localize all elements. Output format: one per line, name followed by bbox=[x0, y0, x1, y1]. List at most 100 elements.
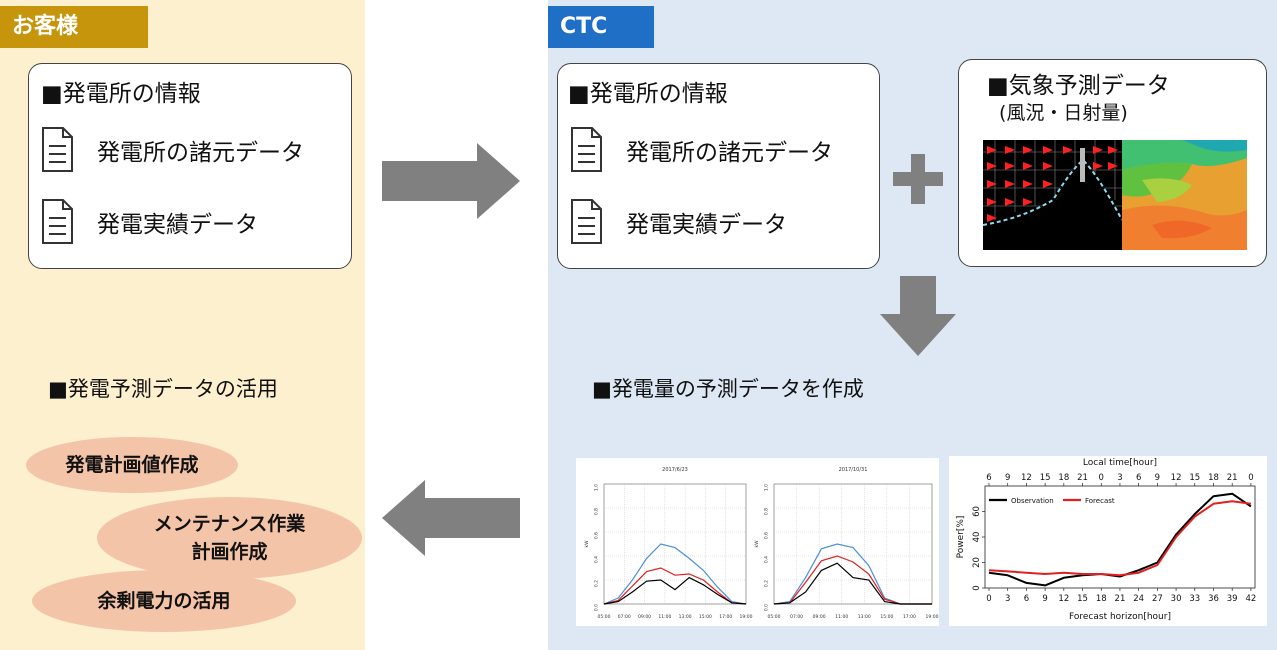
solar-radiation-map-image bbox=[1122, 140, 1247, 250]
top-tick-label: 3 bbox=[1117, 473, 1122, 483]
x-tick-label: 15 bbox=[1077, 594, 1088, 604]
series-line-forecast bbox=[988, 500, 1252, 577]
top-tick-label: 18 bbox=[1058, 473, 1069, 483]
customer-plant-info-card: ■発電所の情報 発電所の諸元データ 発電実績データ bbox=[28, 63, 352, 269]
ctc-doc-spec: 発電所の諸元データ bbox=[568, 126, 833, 174]
y-tick-label: 0.4 bbox=[594, 556, 600, 563]
ctc-doc-results: 発電実績データ bbox=[568, 198, 787, 246]
y-axis-label: Power[%] bbox=[956, 516, 966, 559]
y-axis-label: kW bbox=[584, 540, 590, 548]
top-tick-label: 18 bbox=[1208, 473, 1219, 483]
top-tick-label: 9 bbox=[1005, 473, 1010, 483]
arrow-down-icon bbox=[880, 276, 956, 356]
top-tick-label: 21 bbox=[1227, 473, 1238, 483]
top-tick-label: 12 bbox=[1021, 473, 1032, 483]
usage-label: メンテナンス作業 bbox=[153, 513, 306, 535]
x-tick-label: 17:00 bbox=[903, 614, 916, 620]
x-tick-label: 18 bbox=[1096, 594, 1107, 604]
usage-label: 余剰電力の活用 bbox=[97, 590, 231, 612]
x-tick-label: 33 bbox=[1189, 594, 1200, 604]
series-line-red bbox=[603, 567, 747, 605]
y-axis-label: kW bbox=[754, 540, 760, 548]
series-line-blue bbox=[773, 543, 932, 605]
x-tick-label: 24 bbox=[1133, 594, 1144, 604]
document-icon bbox=[42, 127, 73, 172]
series-line-black bbox=[603, 576, 747, 605]
top-tick-label: 9 bbox=[1155, 473, 1160, 483]
x-tick-label: 42 bbox=[1245, 594, 1256, 604]
x-tick-label: 9 bbox=[1042, 594, 1047, 604]
ctc-card-title: ■発電所の情報 bbox=[568, 81, 728, 107]
y-tick-label: 1.0 bbox=[594, 484, 600, 491]
x-tick-label: 11:00 bbox=[658, 614, 671, 620]
x-tick-label: 3 bbox=[1005, 594, 1010, 604]
weather-card-subtitle: (風況・日射量) bbox=[999, 102, 1128, 124]
top-axis-title: Local time[hour] bbox=[1083, 458, 1157, 468]
usage-oval-maintenance: メンテナンス作業 計画作成 bbox=[97, 497, 362, 579]
doc-label: 発電実績データ bbox=[97, 212, 258, 238]
series-line-black bbox=[773, 562, 932, 605]
weather-card-title: ■気象予測データ bbox=[987, 73, 1170, 99]
ctc-plant-info-card: ■発電所の情報 発電所の諸元データ 発電実績データ bbox=[557, 63, 880, 269]
x-tick-label: 09:00 bbox=[813, 614, 826, 620]
arrow-right-icon bbox=[382, 143, 520, 219]
x-tick-label: 15:00 bbox=[699, 614, 712, 620]
customer-doc-spec: 発電所の諸元データ bbox=[39, 126, 304, 174]
x-tick-label: 19:00 bbox=[926, 614, 939, 620]
customer-tag: お客様 bbox=[0, 6, 148, 48]
x-tick-label: 15:00 bbox=[880, 614, 893, 620]
doc-label: 発電所の諸元データ bbox=[626, 140, 833, 166]
horizon-chart-svg: Local time[hour]063961291512181521180213… bbox=[956, 458, 1256, 622]
customer-doc-results: 発電実績データ bbox=[39, 198, 258, 246]
x-tick-label: 07:00 bbox=[790, 614, 803, 620]
x-tick-label: 11:00 bbox=[835, 614, 848, 620]
y-tick-label: 0.0 bbox=[594, 604, 600, 611]
top-tick-label: 0 bbox=[1099, 473, 1104, 483]
x-tick-label: 39 bbox=[1227, 594, 1238, 604]
top-tick-label: 0 bbox=[1248, 473, 1253, 483]
weather-forecast-card: ■気象予測データ (風況・日射量) bbox=[958, 59, 1267, 267]
x-tick-label: 6 bbox=[1024, 594, 1029, 604]
create-forecast-heading: ■発電量の予測データを作成 bbox=[592, 377, 864, 401]
y-tick-label: 0 bbox=[972, 585, 982, 590]
usage-oval-plan-value: 発電計画値作成 bbox=[26, 437, 238, 493]
doc-label: 発電実績データ bbox=[626, 212, 787, 238]
x-tick-label: 12 bbox=[1058, 594, 1069, 604]
document-icon bbox=[42, 199, 73, 244]
x-tick-label: 0 bbox=[986, 594, 991, 604]
usage-heading: ■発電予測データの活用 bbox=[48, 377, 278, 401]
usage-label: 発電計画値作成 bbox=[65, 454, 199, 476]
x-tick-label: 30 bbox=[1171, 594, 1182, 604]
y-tick-label: 0.2 bbox=[764, 580, 770, 587]
series-line-observation bbox=[988, 492, 1252, 587]
top-tick-label: 6 bbox=[986, 473, 991, 483]
document-icon bbox=[571, 127, 602, 172]
y-tick-label: 20 bbox=[972, 557, 982, 568]
y-tick-label: 0.0 bbox=[764, 604, 770, 611]
x-tick-label: 05:00 bbox=[768, 614, 781, 620]
x-tick-label: 07:00 bbox=[618, 614, 631, 620]
doc-label: 発電所の諸元データ bbox=[97, 140, 304, 166]
y-tick-label: 0.8 bbox=[764, 508, 770, 515]
plus-icon bbox=[893, 154, 943, 204]
wind-map-image bbox=[983, 140, 1122, 250]
top-tick-label: 15 bbox=[1189, 473, 1200, 483]
usage-oval-surplus-power: 余剰電力の活用 bbox=[32, 570, 296, 632]
series-line-blue bbox=[603, 543, 747, 605]
x-axis-label: Forecast horizon[hour] bbox=[1069, 612, 1171, 622]
y-tick-label: 60 bbox=[972, 506, 982, 517]
y-tick-label: 1.0 bbox=[764, 484, 770, 491]
y-tick-label: 0.4 bbox=[764, 556, 770, 563]
arrow-left-icon bbox=[382, 480, 520, 556]
top-tick-label: 6 bbox=[1136, 473, 1141, 483]
legend-label-forecast: Forecast bbox=[1085, 497, 1115, 505]
x-tick-label: 36 bbox=[1208, 594, 1219, 604]
top-tick-label: 15 bbox=[1040, 473, 1051, 483]
y-tick-label: 0.8 bbox=[594, 508, 600, 515]
y-tick-label: 40 bbox=[972, 532, 982, 543]
ctc-tag: CTC bbox=[548, 6, 654, 48]
x-tick-label: 27 bbox=[1152, 594, 1163, 604]
x-tick-label: 13:00 bbox=[679, 614, 692, 620]
